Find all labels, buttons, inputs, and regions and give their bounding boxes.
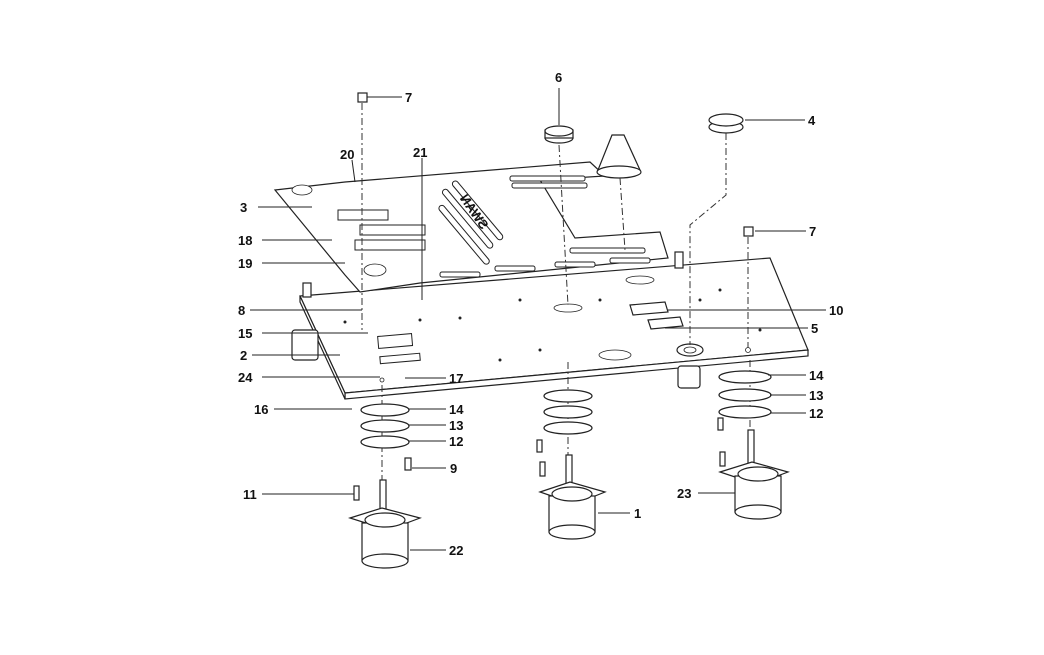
callout-17: 17 (449, 371, 463, 386)
nut-7 (357, 92, 368, 103)
callout-labels: 7 6 4 20 21 3 18 19 7 8 10 15 5 2 24 17 … (238, 70, 843, 558)
nut-7b (743, 226, 754, 237)
grommet-4 (708, 113, 744, 134)
callout-6: 6 (555, 70, 562, 85)
callout-11: 11 (243, 487, 257, 502)
callout-10: 10 (829, 303, 843, 318)
callout-14-left: 14 (449, 402, 464, 417)
motor-22 (347, 479, 422, 569)
callout-19: 19 (238, 256, 252, 271)
callout-20: 20 (340, 147, 354, 162)
callout-9: 9 (450, 461, 457, 476)
callout-2: 2 (240, 348, 247, 363)
washer-stacks (360, 370, 772, 449)
callout-21: 21 (413, 145, 427, 160)
callout-16: 16 (254, 402, 268, 417)
callout-8: 8 (238, 303, 245, 318)
callout-3: 3 (240, 200, 247, 215)
callout-12-left: 12 (449, 434, 463, 449)
motor-23 (718, 429, 790, 520)
top-cover-plate: SWAN (273, 161, 669, 293)
callout-13-left: 13 (449, 418, 463, 433)
callout-7b: 7 (809, 224, 816, 239)
screws (353, 417, 726, 501)
callout-1: 1 (634, 506, 641, 521)
callout-4: 4 (808, 113, 816, 128)
callout-7: 7 (405, 90, 412, 105)
callout-5: 5 (811, 321, 818, 336)
callout-12-right: 12 (809, 406, 823, 421)
base-plate (291, 251, 809, 400)
callout-24: 24 (238, 370, 253, 385)
callout-15: 15 (238, 326, 252, 341)
grommet-6 (544, 125, 574, 144)
callout-18: 18 (238, 233, 252, 248)
leader-lines (250, 88, 826, 551)
callout-14-right: 14 (809, 368, 824, 383)
callout-23: 23 (677, 486, 691, 501)
callout-13-right: 13 (809, 388, 823, 403)
cone-bumper (596, 134, 642, 179)
callout-22: 22 (449, 543, 463, 558)
motor-1 (538, 454, 607, 540)
